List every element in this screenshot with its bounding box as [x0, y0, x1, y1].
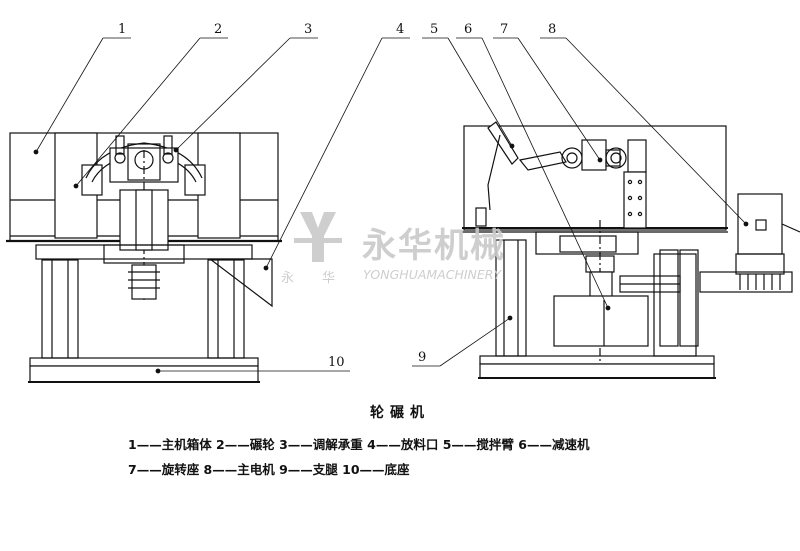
callout-9: 9	[418, 350, 426, 365]
legend-line-2: 7——旋转座 8——主电机 9——支腿 10——底座	[128, 462, 410, 477]
brand-logo	[294, 212, 342, 262]
right-view	[462, 121, 800, 380]
callout-numbers: 1 2 3 4 5 6 7 8 9 10	[118, 22, 556, 370]
callout-8: 8	[548, 22, 556, 37]
brand-name-en: YONGHUAMACHINERY	[363, 267, 502, 282]
watermark: 永 华 永华机械 YONGHUAMACHINERY	[281, 212, 506, 286]
legend-line-1: 1——主机箱体 2——碾轮 3——调解承重 4——放料口 5——搅拌臂 6——减…	[128, 437, 590, 452]
callout-6: 6	[464, 22, 472, 37]
callout-2: 2	[214, 22, 222, 37]
callout-4: 4	[396, 22, 404, 37]
left-view	[6, 132, 282, 383]
logo-char-yong: 永	[281, 271, 294, 286]
callout-7: 7	[500, 22, 508, 37]
callout-10: 10	[328, 355, 345, 370]
caption: 轮碾机 1——主机箱体 2——碾轮 3——调解承重 4——放料口 5——搅拌臂 …	[128, 404, 590, 477]
callout-leaders	[33, 37, 749, 374]
brand-name-cn: 永华机械	[362, 226, 506, 266]
callout-1: 1	[118, 22, 126, 37]
callout-3: 3	[304, 22, 312, 37]
drawing-title: 轮碾机	[370, 404, 430, 421]
callout-5: 5	[430, 22, 438, 37]
right-main-housing	[463, 125, 727, 231]
logo-char-hua: 华	[322, 271, 335, 286]
